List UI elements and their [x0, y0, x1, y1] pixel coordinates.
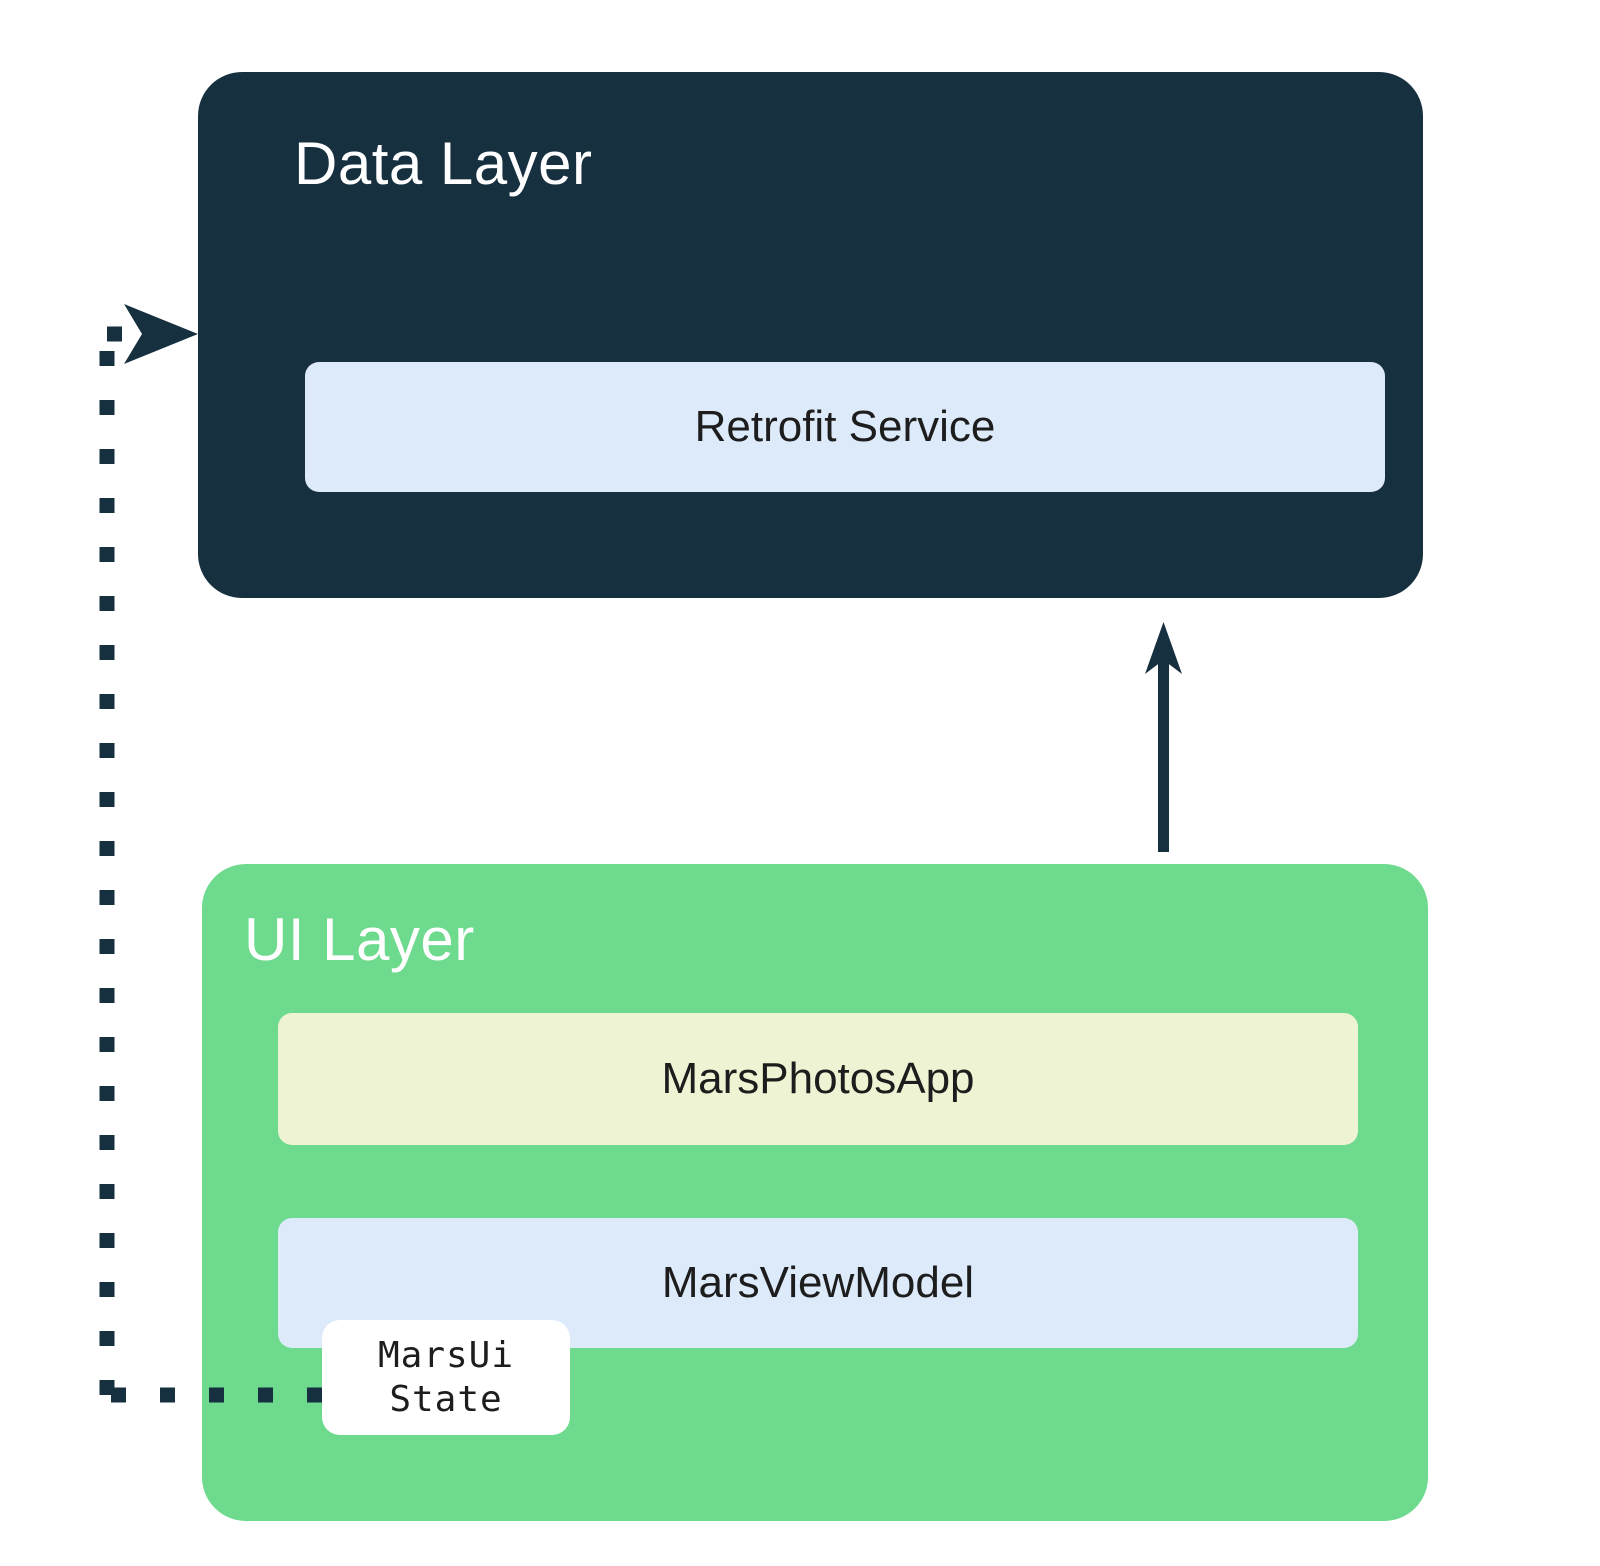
- mars-photos-app-box[interactable]: MarsPhotosApp: [278, 1013, 1358, 1145]
- ui-layer-title: UI Layer: [244, 906, 475, 973]
- data-layer-container: Data Layer Retrofit Service: [198, 72, 1423, 598]
- mars-ui-state-line-2: State: [389, 1378, 503, 1420]
- mars-ui-state-line-1: MarsUi: [377, 1334, 515, 1376]
- mars-photos-app-label: MarsPhotosApp: [661, 1054, 975, 1103]
- ui-to-data-request-arrow: [1145, 622, 1182, 852]
- data-layer-title: Data Layer: [294, 130, 593, 197]
- mars-view-model-label: MarsViewModel: [661, 1258, 975, 1307]
- retrofit-service-box[interactable]: Retrofit Service: [305, 362, 1385, 492]
- mars-ui-state-callout[interactable]: MarsUi State: [322, 1320, 570, 1435]
- data-to-ui-state-dotted-connector: [99, 304, 322, 1403]
- retrofit-service-label: Retrofit Service: [694, 402, 996, 451]
